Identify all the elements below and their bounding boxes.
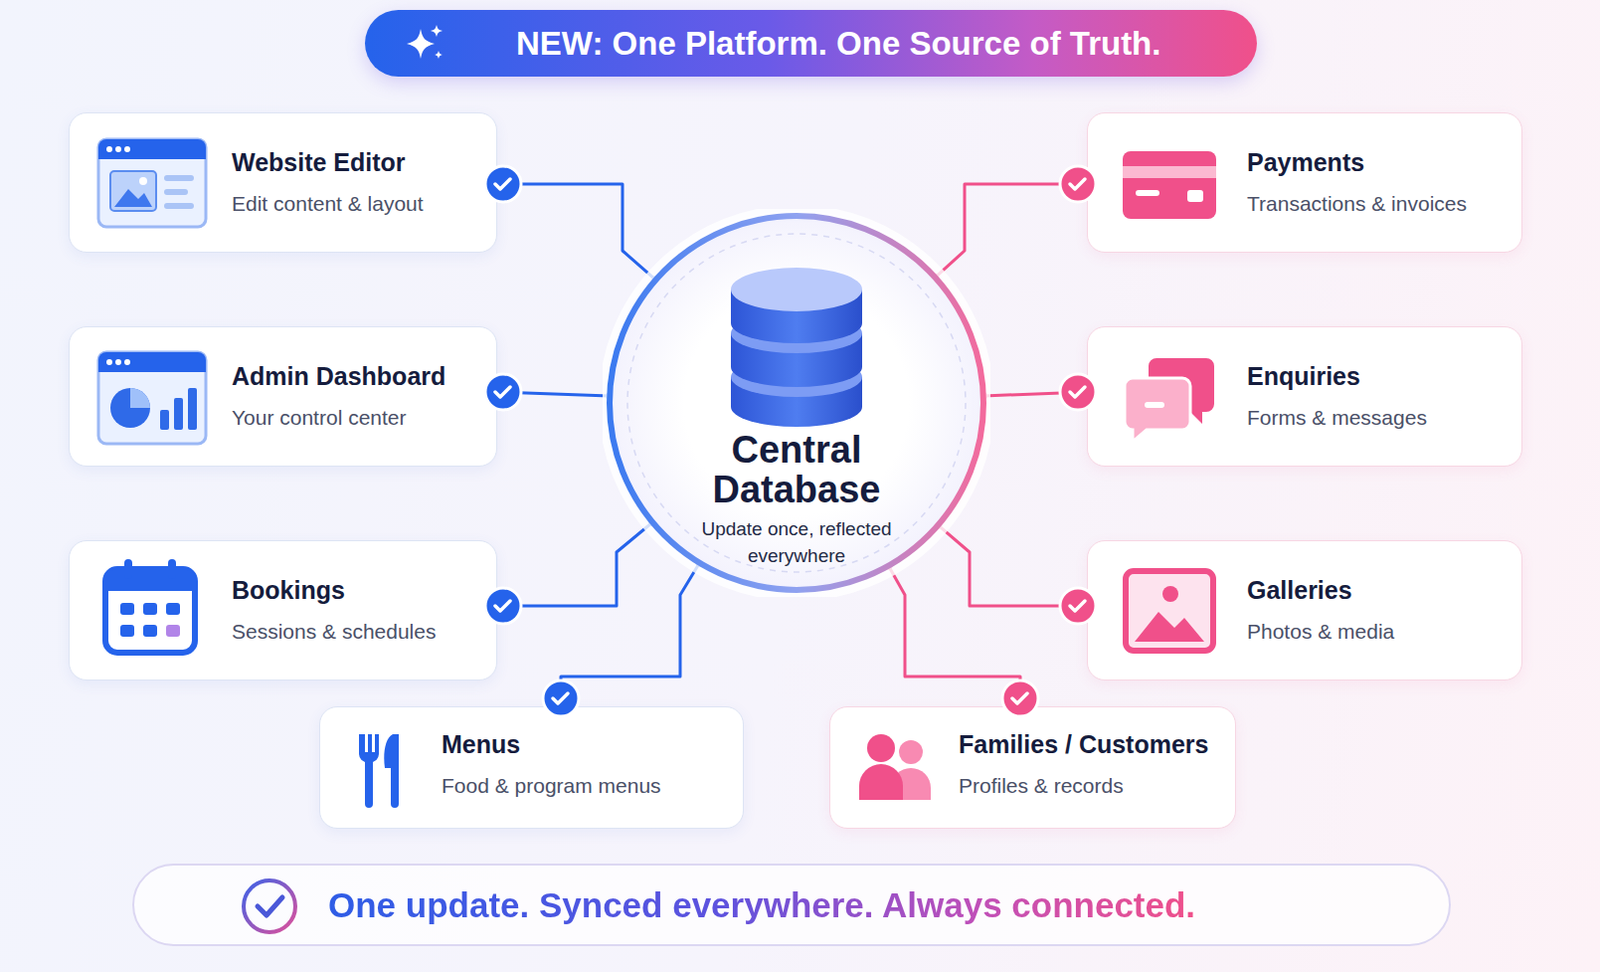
check-mark (1012, 693, 1028, 704)
card-icon (1121, 150, 1218, 220)
check-mark (552, 693, 568, 704)
node-heading: Bookings (231, 574, 436, 605)
node-heading: Admin Dashboard (231, 360, 446, 391)
module-card: Families / CustomersProfiles & records (829, 706, 1237, 829)
node-heading: Menus (441, 728, 662, 759)
node-description: Sessions & schedules (231, 618, 436, 645)
check-mark (1069, 386, 1085, 397)
text-block: Families / CustomersProfiles & records (958, 728, 1209, 799)
text-block: Website EditorEdit content & layout (231, 147, 424, 217)
check-badge (485, 166, 522, 202)
node-heading: Website Editor (231, 147, 424, 178)
sparkle-icon (402, 22, 447, 65)
node-heading: Galleries (1246, 574, 1395, 605)
caption-text: One update. Synced everywhere. Always co… (328, 884, 1196, 926)
connector-line (934, 183, 1087, 278)
text-block: BookingsSessions & schedules (231, 574, 436, 645)
dashboard-icon (96, 350, 208, 446)
text-block: Admin DashboardYour control center (231, 360, 446, 431)
module-card: Website EditorEdit content & layout (68, 112, 498, 253)
cutlery-icon (355, 731, 405, 808)
node-description: Food & program menus (441, 772, 662, 799)
check-mark (1069, 600, 1085, 611)
check-mark (1069, 178, 1085, 189)
node-description: Update once, reflected everywhere (687, 515, 906, 569)
node-description: Your control center (231, 404, 446, 431)
title-pill: NEW: One Platform. One Source of Truth. (364, 9, 1257, 77)
check-badge (485, 587, 522, 624)
gallery-icon (1122, 567, 1217, 654)
check-badge (1060, 373, 1096, 410)
text-block: GalleriesPhotos & media (1246, 574, 1395, 645)
module-card: EnquiriesForms & messages (1086, 326, 1523, 467)
node-heading: Families / Customers (958, 728, 1209, 759)
caption-pill: One update. Synced everywhere. Always co… (132, 863, 1451, 946)
node-description: Forms & messages (1246, 404, 1427, 431)
check-badge (542, 680, 579, 716)
calendar-icon (102, 556, 198, 657)
module-card: PaymentsTransactions & invoices (1086, 112, 1523, 253)
node-heading: Central Database (677, 429, 916, 510)
check-mark (495, 600, 511, 611)
people-icon (857, 731, 933, 802)
text-block: PaymentsTransactions & invoices (1246, 147, 1467, 217)
node-description: Edit content & layout (231, 190, 424, 217)
connector-line (497, 522, 653, 606)
text-block: MenusFood & program menus (441, 728, 662, 799)
text-block: Central DatabaseUpdate once, reflected e… (602, 429, 991, 569)
module-card: GalleriesPhotos & media (1086, 539, 1523, 681)
node-description: Photos & media (1246, 618, 1395, 645)
connector-line (888, 565, 1022, 707)
check-badge (1060, 166, 1096, 202)
node-description: Profiles & records (958, 772, 1209, 799)
check-mark (495, 386, 511, 397)
connector-line (497, 183, 657, 280)
module-card: Admin DashboardYour control center (68, 326, 498, 467)
text-block: EnquiriesForms & messages (1246, 360, 1427, 431)
chat-icon (1122, 354, 1217, 444)
module-card: BookingsSessions & schedules (68, 539, 498, 681)
node-heading: Enquiries (1246, 360, 1427, 391)
check-badge (485, 373, 522, 410)
hub-circle: Central DatabaseUpdate once, reflected e… (602, 208, 991, 597)
check-badge (238, 875, 301, 937)
node-description: Transactions & invoices (1246, 190, 1467, 217)
module-card: MenusFood & program menus (319, 706, 744, 829)
node-heading: Payments (1246, 147, 1467, 178)
check-mark (495, 178, 511, 189)
title-text: NEW: One Platform. One Source of Truth. (516, 23, 1161, 64)
connector-line (560, 562, 701, 707)
website-editor-icon (96, 137, 208, 229)
database-icon (728, 263, 865, 429)
check-badge (1060, 587, 1096, 624)
check-badge (1002, 680, 1039, 716)
